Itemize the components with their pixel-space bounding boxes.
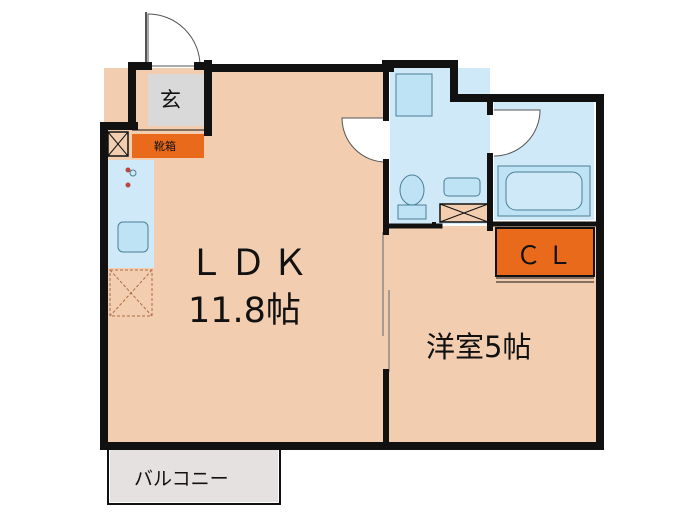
balcony-outline xyxy=(107,447,281,505)
closet-area xyxy=(495,227,595,277)
refrigerator-space-icon xyxy=(109,269,153,317)
ldk-label: ＬＤＫ xyxy=(188,243,315,284)
western-room-label: 洋室5帖 xyxy=(426,330,532,364)
door-swing-icon xyxy=(341,109,541,163)
shoe-box-label: 靴箱 xyxy=(154,140,176,153)
sink-icon xyxy=(117,221,149,253)
bathtub-icon xyxy=(497,165,591,217)
washbasin-icon xyxy=(443,177,481,197)
washing-machine-pan-icon xyxy=(395,73,433,117)
entrance-floor xyxy=(148,74,206,126)
stove-icon xyxy=(125,167,137,188)
sliding-door-icon xyxy=(382,232,390,372)
entrance-label: 玄 xyxy=(160,88,181,112)
closet-label: ＣＬ xyxy=(516,241,579,270)
entrance-door-icon xyxy=(145,12,201,67)
balcony-floor xyxy=(110,450,278,502)
shoe-box xyxy=(132,134,204,158)
ldk-size-label: 11.8帖 xyxy=(188,291,301,331)
pipe-shaft-icon xyxy=(107,131,489,223)
walls xyxy=(100,60,604,450)
balcony-label: バルコニー xyxy=(134,468,229,490)
toilet-icon xyxy=(397,174,427,220)
